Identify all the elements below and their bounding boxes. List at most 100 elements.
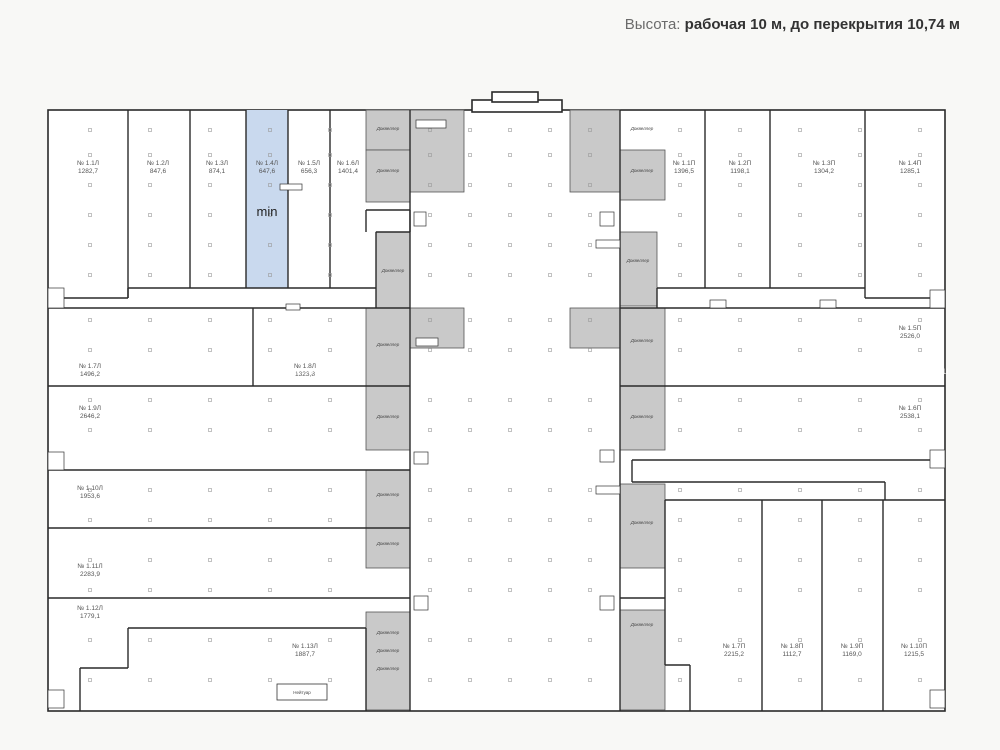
column <box>588 243 592 247</box>
column <box>88 318 92 322</box>
column <box>208 558 212 562</box>
column <box>798 488 802 492</box>
column <box>468 273 472 277</box>
column <box>268 128 272 132</box>
column <box>428 183 432 187</box>
vestibule <box>276 683 328 701</box>
column <box>88 678 92 682</box>
column <box>738 678 742 682</box>
column <box>858 243 862 247</box>
unit-area: 1169,0 <box>842 651 862 658</box>
unit-name: № 1.4Л <box>256 160 278 167</box>
top-entrance-inner <box>491 91 539 103</box>
unit-area: 1285,1 <box>900 168 920 175</box>
dock-zone <box>365 109 411 151</box>
column <box>798 183 802 187</box>
column <box>508 273 512 277</box>
watermark-4: sse.ru <box>781 366 808 377</box>
stair-block <box>595 239 621 249</box>
column <box>858 398 862 402</box>
column <box>738 318 742 322</box>
column <box>428 558 432 562</box>
column <box>858 558 862 562</box>
stair-block <box>413 451 429 465</box>
column <box>428 488 432 492</box>
column <box>588 678 592 682</box>
column <box>678 488 682 492</box>
column <box>918 558 922 562</box>
unit-highlight[interactable] <box>246 110 288 288</box>
column <box>88 348 92 352</box>
column <box>328 678 332 682</box>
column <box>588 588 592 592</box>
column <box>468 398 472 402</box>
column <box>208 213 212 217</box>
column <box>738 213 742 217</box>
column <box>918 243 922 247</box>
column <box>678 638 682 642</box>
dock-label: Доквеллер <box>630 126 654 131</box>
stair-block <box>47 689 65 709</box>
column <box>798 128 802 132</box>
column <box>588 428 592 432</box>
column <box>208 428 212 432</box>
column <box>428 153 432 157</box>
column <box>798 558 802 562</box>
column <box>468 183 472 187</box>
dock-label: Доквеллер <box>376 492 400 497</box>
column <box>588 518 592 522</box>
column <box>918 398 922 402</box>
unit-area: 1496,2 <box>80 371 100 378</box>
column <box>88 518 92 522</box>
column <box>148 488 152 492</box>
unit-area: 2283,9 <box>80 571 100 578</box>
column <box>88 398 92 402</box>
column <box>738 518 742 522</box>
unit-name: № 1.5П <box>899 325 922 332</box>
column <box>588 183 592 187</box>
column <box>508 638 512 642</box>
column <box>328 638 332 642</box>
unit-name: № 1.5Л <box>298 160 320 167</box>
column <box>148 428 152 432</box>
column <box>208 348 212 352</box>
column <box>678 678 682 682</box>
stair-block <box>595 485 621 495</box>
column <box>268 428 272 432</box>
unit-area: 656,3 <box>301 168 318 175</box>
column <box>588 153 592 157</box>
dock-zone <box>365 149 411 203</box>
column <box>468 153 472 157</box>
column <box>548 518 552 522</box>
column <box>268 348 272 352</box>
column <box>468 128 472 132</box>
column <box>798 398 802 402</box>
unit-name: № 1.2П <box>729 160 752 167</box>
column <box>918 128 922 132</box>
unit-name: № 1.9П <box>841 643 864 650</box>
column <box>208 318 212 322</box>
